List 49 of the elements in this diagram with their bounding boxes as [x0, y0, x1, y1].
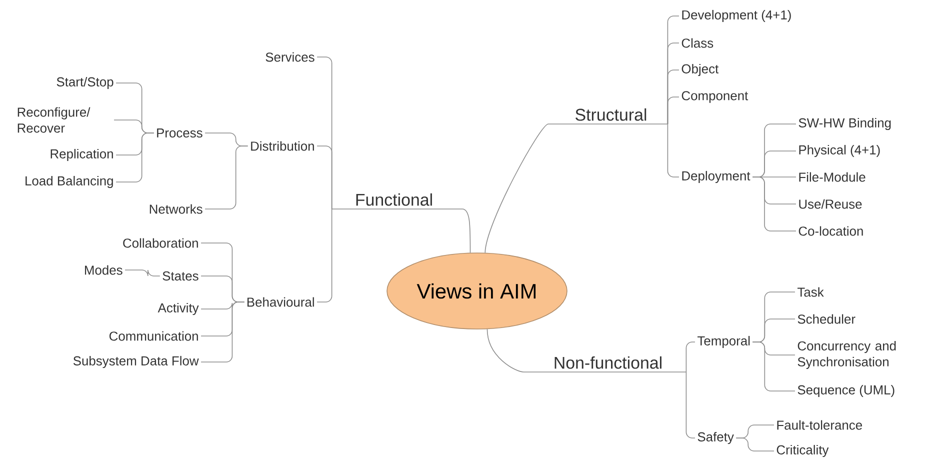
connector — [116, 132, 154, 182]
topic-label: Component — [682, 91, 748, 103]
branch-label: Non-functional — [554, 356, 662, 369]
connector — [736, 438, 774, 452]
topic-label: Behavioural — [247, 297, 314, 307]
topic-label: Safety — [698, 432, 734, 444]
connector — [667, 96, 680, 124]
topic-label: Temporal — [698, 336, 750, 348]
topic-label: File-Module — [799, 172, 866, 182]
topic-label: SW-HW Binding — [798, 118, 891, 130]
branch-label: Functional — [356, 193, 432, 206]
connector — [752, 342, 796, 392]
topic-label: Fault-tolerance — [777, 420, 862, 430]
topic-label: Start/Stop — [56, 76, 114, 90]
topic-label: Criticality — [776, 444, 829, 458]
topic-label: Sequence (UML) — [798, 384, 894, 398]
topic-label: Distribution — [251, 141, 314, 151]
topic-label: Development (4+1) — [682, 10, 791, 22]
topic-label: Modes — [85, 265, 122, 275]
topic-label: Communication — [110, 331, 198, 341]
topic-label: Task — [798, 287, 824, 297]
connector — [484, 124, 668, 254]
topic-label: Co-location — [798, 226, 863, 236]
topic-label: Load Balancing — [26, 176, 113, 188]
topic-label: Reconfigure/ Recover — [18, 107, 90, 133]
topic-label: Object — [682, 64, 719, 76]
topic-label: Collaboration — [123, 238, 198, 248]
topic-label: Deployment — [682, 170, 750, 184]
connector — [204, 146, 248, 210]
topic-label: Use/Reuse — [799, 199, 862, 209]
connector — [486, 328, 687, 372]
topic-label: Class — [682, 38, 714, 48]
topic-label: States — [162, 271, 198, 281]
topic-label: Subsystem Data Flow — [73, 356, 199, 368]
connector — [124, 270, 160, 276]
topic-label: Networks — [150, 204, 202, 214]
connector — [200, 302, 245, 362]
topic-label: Physical (4+1) — [799, 144, 880, 158]
connector — [331, 208, 471, 254]
topic-label: Scheduler — [798, 314, 856, 324]
topic-label: Replication — [50, 148, 113, 162]
topic-label: Services — [266, 52, 314, 62]
connector — [752, 176, 796, 232]
connector — [316, 146, 332, 210]
topic-label: Activity — [158, 302, 199, 316]
branch-label: Structural — [576, 108, 646, 121]
topic-label: Concurrency and Synchronisation — [798, 340, 896, 369]
connector — [316, 208, 332, 302]
topic-label: Process — [157, 128, 202, 138]
